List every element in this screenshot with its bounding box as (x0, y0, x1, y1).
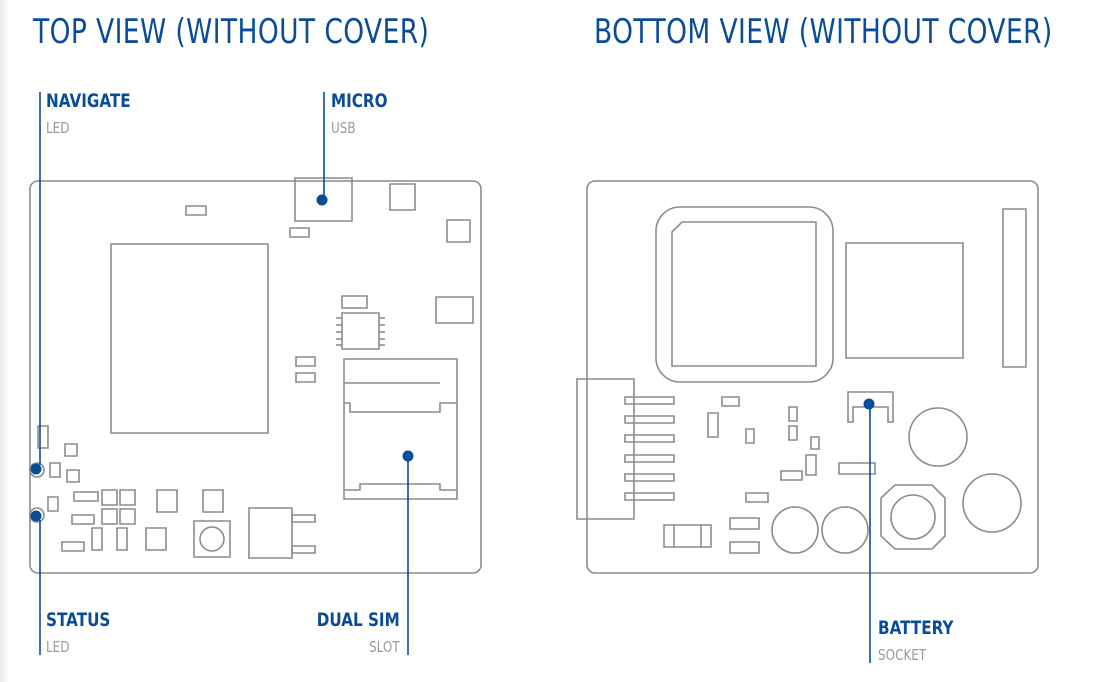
tactile-button (194, 521, 230, 557)
dual-sim-dot (402, 450, 414, 462)
top-view-heading: TOP VIEW (WITHOUT COVER) (33, 12, 430, 52)
callout-subtitle: LED (46, 638, 70, 656)
component (296, 373, 315, 382)
component (806, 455, 816, 475)
component (1003, 209, 1026, 367)
callout-title: DUAL SIM (317, 609, 400, 631)
component (290, 228, 309, 237)
callout-subtitle: USB (331, 119, 356, 137)
component (781, 471, 802, 480)
dual-sim-slot-callout: DUAL SIM SLOT (296, 611, 400, 655)
gsm-module (111, 244, 268, 433)
battery-socket-callout: BATTERY SOCKET (878, 619, 972, 663)
component (292, 546, 315, 553)
capacitor (909, 408, 967, 466)
component (811, 437, 819, 449)
component (117, 528, 127, 550)
component (157, 490, 177, 512)
top-view-board (30, 178, 481, 573)
component (186, 206, 206, 215)
callout-title: STATUS (46, 609, 111, 631)
micro-usb-callout: MICRO USB (331, 92, 402, 136)
status-led-callout: STATUS LED (46, 611, 126, 655)
navigate-led-callout: NAVIGATE LED (46, 92, 152, 136)
component (730, 518, 759, 529)
callout-subtitle: SLOT (369, 638, 400, 656)
component (65, 444, 77, 456)
component (447, 220, 470, 242)
component (789, 407, 797, 421)
component (390, 184, 415, 210)
battery-socket (848, 392, 893, 422)
component (38, 426, 48, 448)
bottom-board-outline (587, 181, 1038, 573)
component (203, 490, 223, 512)
bottom-view-heading: BOTTOM VIEW (WITHOUT COVER) (594, 12, 1053, 52)
navigate-led (30, 463, 44, 477)
gnss-antenna (656, 207, 833, 382)
component (292, 515, 315, 522)
component (436, 297, 473, 323)
status-dot (30, 510, 42, 522)
top-board-outline (30, 181, 481, 573)
component (74, 492, 98, 501)
component (146, 528, 166, 550)
component (730, 542, 759, 553)
component (48, 497, 58, 511)
component (102, 490, 117, 505)
component (708, 413, 718, 437)
capacitor (772, 507, 818, 553)
component (62, 542, 84, 551)
callout-title: NAVIGATE (46, 90, 131, 112)
capacitor (822, 507, 868, 553)
battery-dot (863, 398, 875, 410)
component (722, 397, 739, 406)
component (67, 470, 79, 482)
component (839, 463, 875, 474)
pin-header (577, 379, 674, 519)
callout-title: BATTERY (878, 617, 954, 639)
tactile-button-knob (200, 527, 224, 551)
component (789, 426, 797, 440)
gnss-antenna-core (672, 222, 816, 366)
component (342, 296, 367, 308)
component (120, 490, 135, 505)
component (92, 528, 102, 550)
component (72, 515, 94, 524)
status-led (30, 508, 44, 522)
buzzer (881, 485, 945, 549)
component (120, 509, 135, 524)
callout-title: MICRO (331, 90, 388, 112)
navigate-dot (30, 463, 42, 475)
bottom-view-board (577, 181, 1038, 573)
ic-chip (342, 313, 379, 349)
callout-subtitle: LED (46, 119, 70, 137)
buzzer-core (891, 495, 935, 539)
transistor (249, 508, 292, 558)
page-edge-shadow (0, 0, 10, 682)
component (664, 525, 711, 547)
component (50, 463, 60, 477)
component (102, 509, 117, 524)
ic-chip-pins (336, 318, 385, 345)
callout-subtitle: SOCKET (878, 646, 927, 664)
dual-sim-slot (344, 359, 457, 499)
component (746, 429, 754, 443)
component (846, 243, 963, 358)
micro-usb-dot (316, 194, 328, 206)
component (296, 357, 315, 366)
component (746, 493, 768, 502)
capacitor (963, 474, 1021, 532)
